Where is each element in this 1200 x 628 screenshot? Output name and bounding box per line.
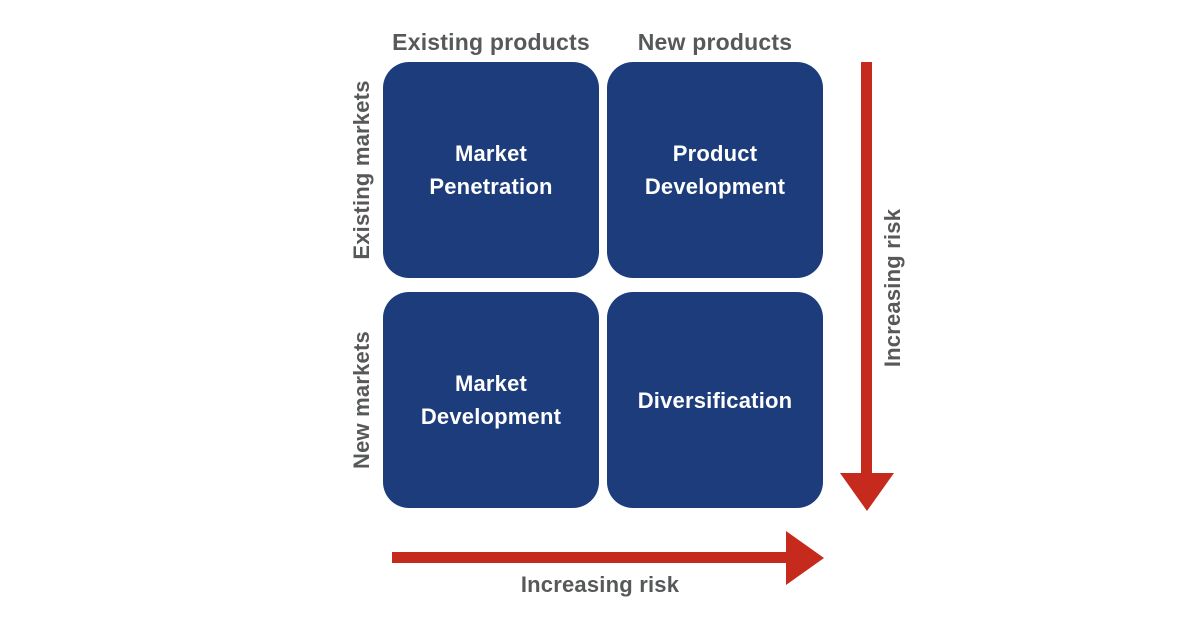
quadrant-market-development: Market Development — [383, 292, 599, 508]
row-header-new-markets: New markets — [349, 331, 374, 469]
row-header-existing-markets: Existing markets — [349, 80, 374, 260]
quadrant-market-penetration: Market Penetration — [383, 62, 599, 278]
quadrant-label: Diversification — [637, 387, 793, 413]
vertical-risk-axis-label: Increasing risk — [880, 208, 905, 368]
quadrant-label: Market Development — [420, 371, 562, 429]
vertical-risk-arrow-down-icon — [840, 473, 894, 511]
column-header-new-products: New products — [637, 29, 793, 55]
quadrant-label: Market Penetration — [429, 141, 553, 199]
horizontal-risk-axis-label: Increasing risk — [520, 572, 680, 597]
horizontal-risk-arrow-right-icon — [786, 531, 824, 585]
quadrant-product-development: Product Development — [607, 62, 823, 278]
column-header-existing-products: Existing products — [392, 29, 590, 55]
quadrant-label: Product Development — [644, 141, 786, 199]
horizontal-risk-arrow-shaft — [392, 552, 786, 563]
vertical-risk-arrow-shaft — [861, 62, 872, 473]
quadrant-diversification: Diversification — [607, 292, 823, 508]
